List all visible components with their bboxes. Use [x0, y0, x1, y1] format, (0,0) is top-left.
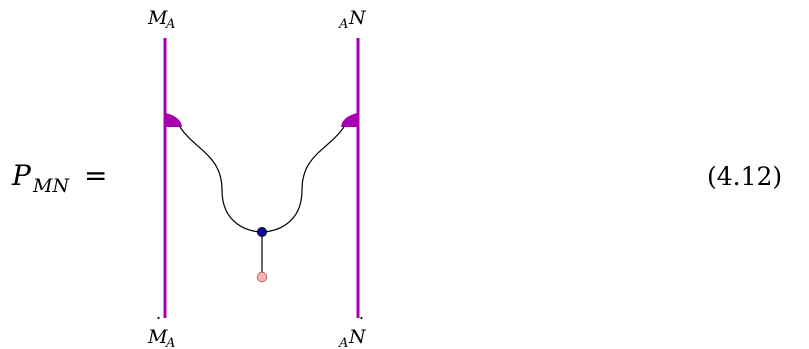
svg-text:A: A — [338, 336, 348, 349]
svg-text:˙: ˙ — [355, 0, 365, 17]
svg-text:N: N — [348, 326, 367, 348]
label-top-left: M ˙ A — [147, 0, 175, 32]
svg-text:A: A — [165, 17, 175, 32]
svg-text:M: M — [147, 326, 168, 348]
right-attachment-wedge — [341, 113, 357, 127]
label-bottom-right: A N ˙ — [338, 314, 367, 349]
svg-text:A: A — [338, 17, 348, 32]
connecting-wire — [179, 126, 345, 233]
svg-text:N: N — [348, 7, 367, 29]
left-attachment-wedge — [166, 113, 182, 127]
svg-text:˙: ˙ — [152, 0, 162, 17]
equation-number: (4.12) — [707, 162, 782, 191]
label-bottom-left: M ˙ A — [147, 314, 175, 349]
lhs-subscript: MN — [32, 175, 70, 197]
svg-text:A: A — [165, 336, 175, 349]
lhs-symbol: P — [11, 159, 32, 192]
pink-node — [256, 271, 268, 283]
blue-node — [256, 226, 267, 237]
label-top-right: A N ˙ — [338, 0, 367, 32]
svg-text:˙: ˙ — [355, 314, 365, 336]
svg-text:˙: ˙ — [152, 314, 162, 336]
svg-text:M: M — [147, 7, 168, 29]
equals-sign: = — [84, 159, 107, 192]
